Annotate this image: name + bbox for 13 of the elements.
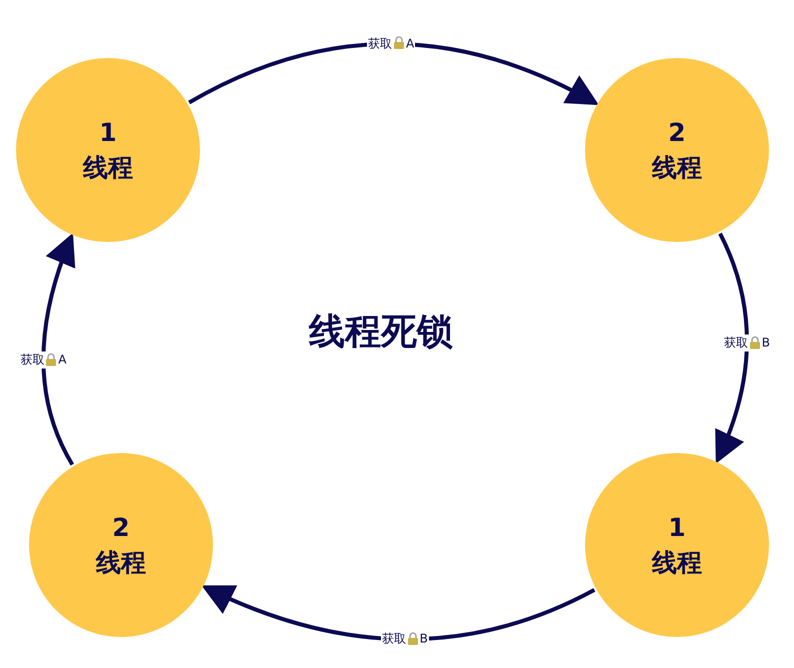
node-text: 线程 (83, 152, 133, 184)
diagram-title: 线程死锁 (309, 310, 453, 354)
node-text: 线程 (652, 152, 702, 184)
arrow (41, 232, 76, 466)
node-text: 2 (668, 117, 686, 149)
node-text: 1 (99, 117, 117, 149)
arrow (714, 232, 749, 464)
node-text: 线程 (96, 547, 146, 579)
node-text: 线程 (652, 547, 702, 579)
arrow (188, 42, 600, 106)
arrow (201, 584, 596, 642)
node-text: 2 (112, 512, 130, 544)
node-text: 1 (668, 512, 686, 544)
